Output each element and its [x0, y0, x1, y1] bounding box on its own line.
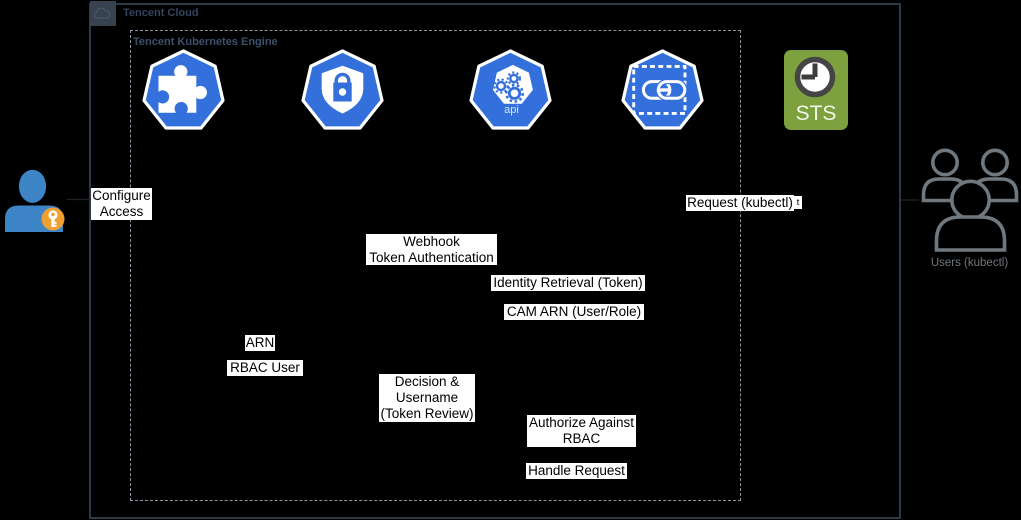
- svg-text:api: api: [504, 104, 519, 116]
